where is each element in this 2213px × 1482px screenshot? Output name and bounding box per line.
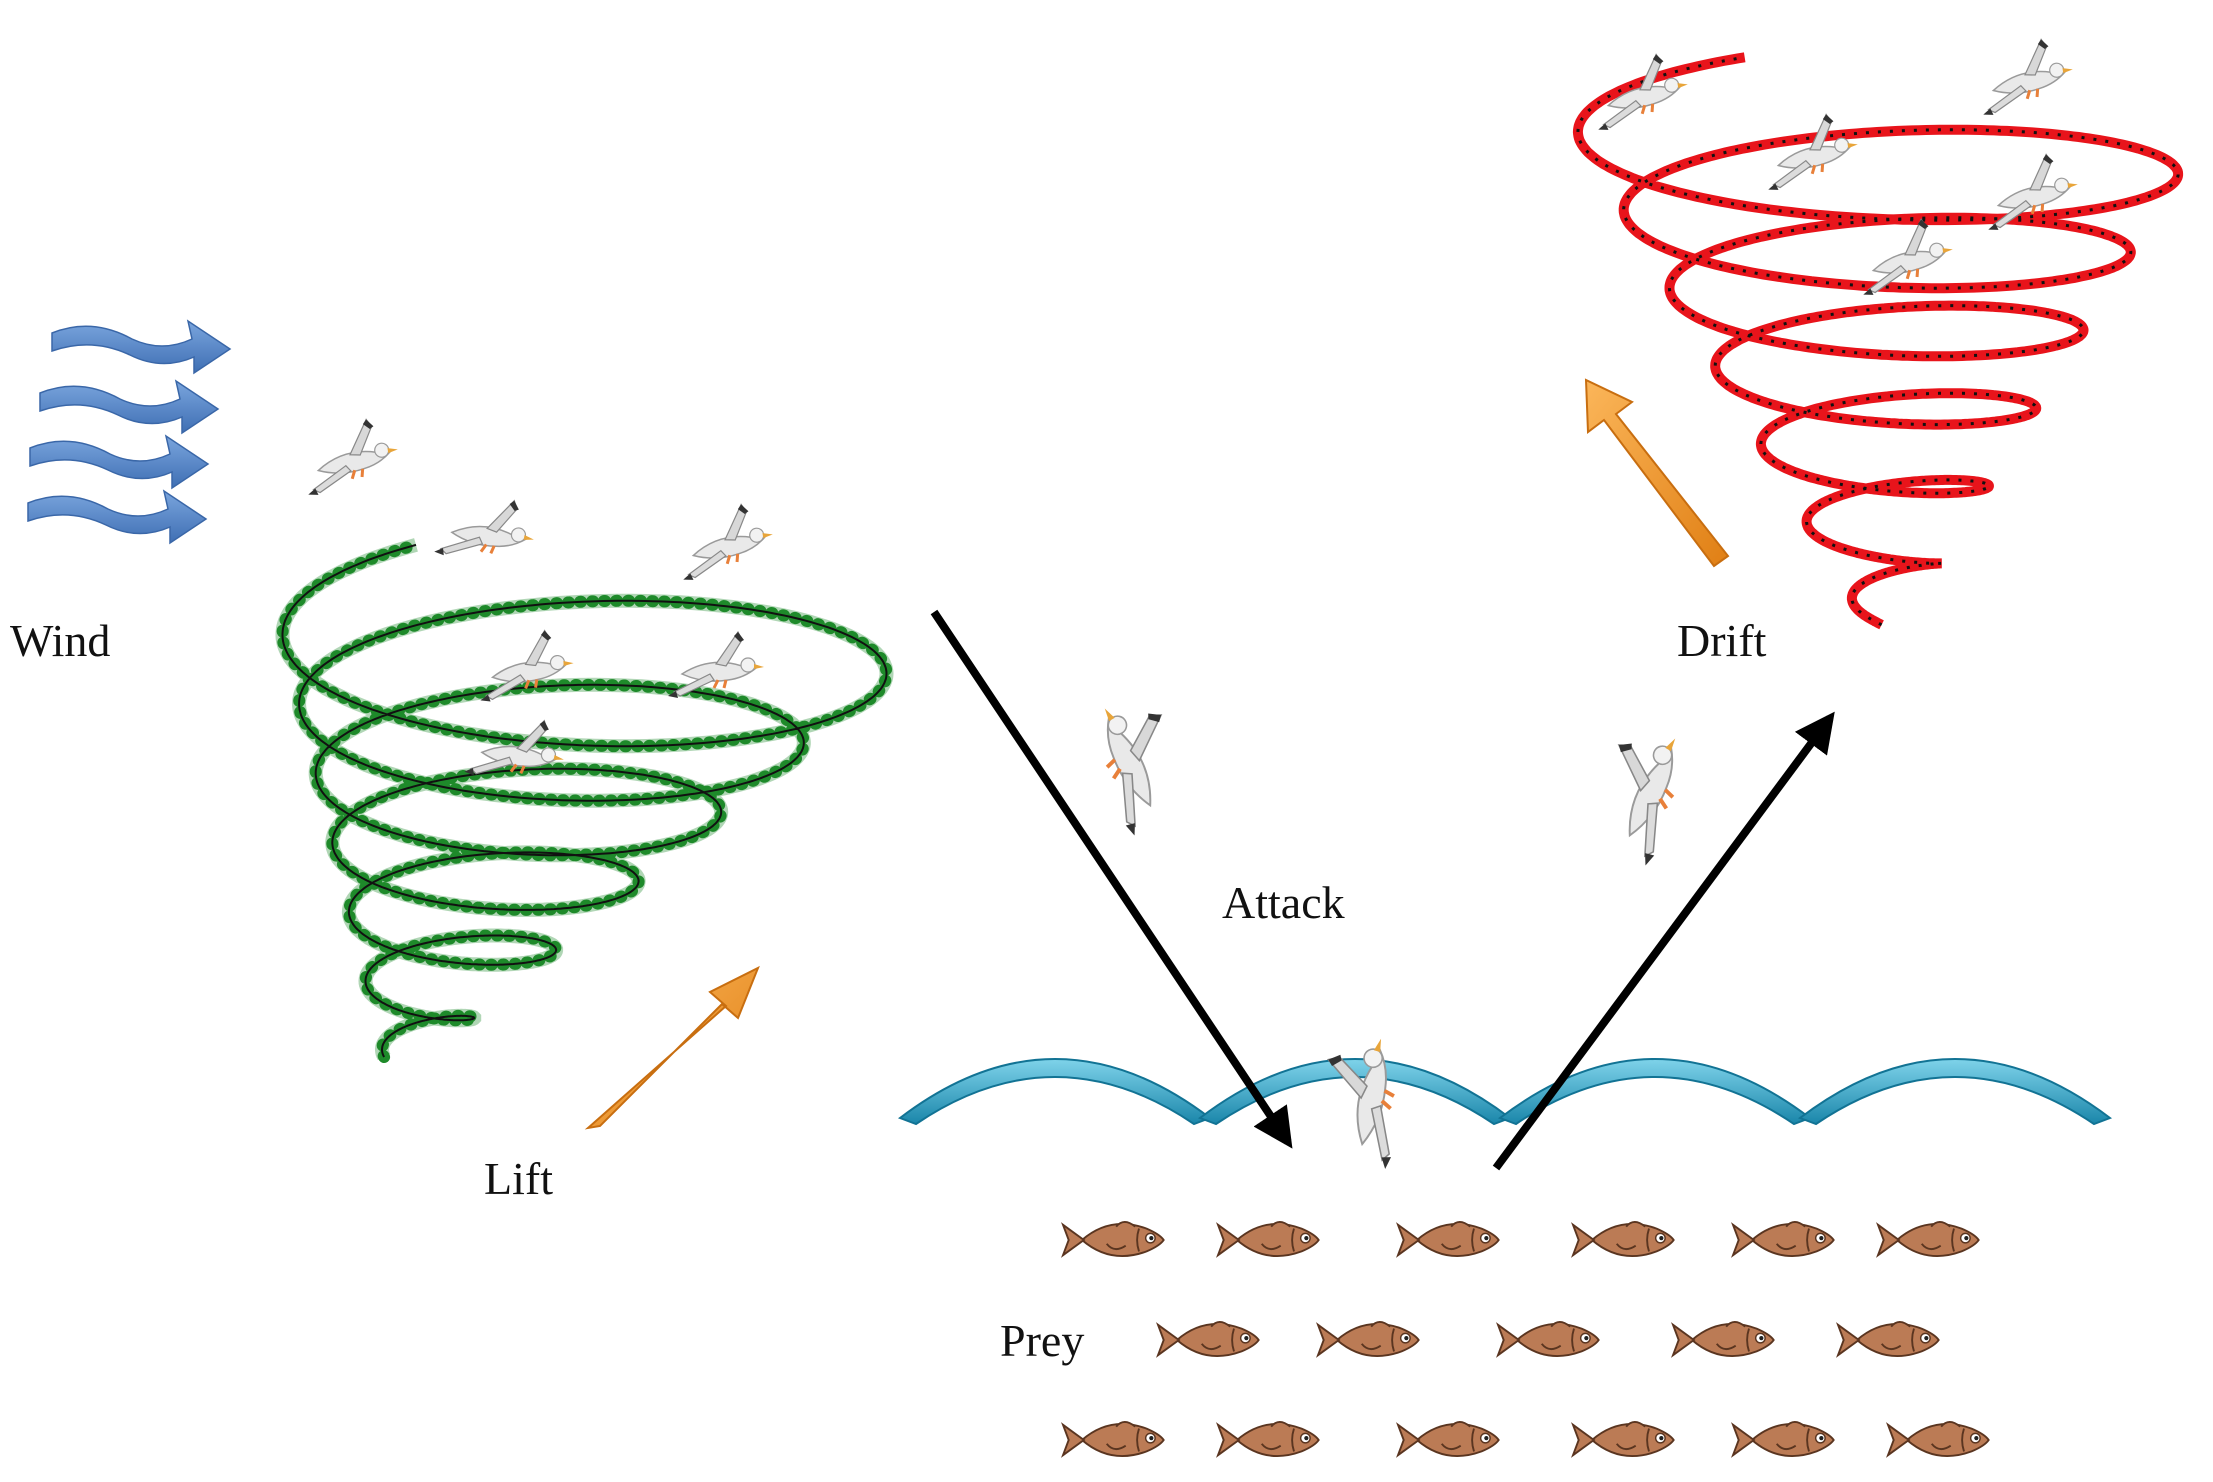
fish-icon <box>1672 1320 1775 1358</box>
seagull-icon <box>666 630 766 700</box>
seagull-icon <box>670 498 780 584</box>
drift-label: Drift <box>1677 615 1767 666</box>
wave-icon <box>1497 1058 1813 1126</box>
prey-school <box>1062 1220 1990 1458</box>
seagull-icon <box>1585 48 1695 134</box>
seagull-icon <box>1302 1025 1422 1172</box>
attack-arrow <box>930 609 1293 1149</box>
fish-icon <box>1317 1320 1420 1358</box>
seagull-icon <box>1571 713 1713 869</box>
fish-icon <box>1157 1320 1260 1358</box>
fish-icon <box>1572 1420 1675 1458</box>
fish-icon <box>1732 1420 1835 1458</box>
drift-up-arrow <box>1492 711 1835 1171</box>
seagull-icon <box>1067 683 1209 839</box>
fish-icon <box>1062 1420 1165 1458</box>
fish-icon <box>1887 1420 1990 1458</box>
seagull-icon <box>1970 33 2080 119</box>
fish-icon <box>1837 1320 1940 1358</box>
drift-spiral <box>1572 52 2184 630</box>
fish-icon <box>1217 1420 1320 1458</box>
sea-waves <box>897 1058 2113 1126</box>
fish-icon <box>1062 1220 1165 1258</box>
seagull-icon <box>1755 108 1865 194</box>
fish-icon <box>1217 1220 1320 1258</box>
seagull-icon <box>295 413 405 499</box>
lift-arrow <box>584 965 760 1130</box>
fish-icon <box>1397 1420 1500 1458</box>
attack-label: Attack <box>1222 877 1345 928</box>
wind-arrow-icon <box>39 379 220 435</box>
fish-icon <box>1877 1220 1980 1258</box>
wind-arrow-icon <box>29 434 210 490</box>
lift-spiral <box>275 538 894 1063</box>
wave-icon <box>897 1058 1213 1126</box>
wind-arrows <box>27 319 232 545</box>
wind-arrow-icon <box>27 489 208 545</box>
drift-arrow <box>1584 378 1730 568</box>
wind-arrow-icon <box>51 319 232 375</box>
seagull-icon <box>432 487 542 572</box>
fish-icon <box>1572 1220 1675 1258</box>
wave-icon <box>1797 1058 2113 1126</box>
fish-icon <box>1732 1220 1835 1258</box>
prey-label: Prey <box>1000 1315 1085 1366</box>
fish-icon <box>1397 1220 1500 1258</box>
wind-label: Wind <box>10 615 111 666</box>
fish-icon <box>1497 1320 1600 1358</box>
lift-label: Lift <box>484 1153 553 1204</box>
